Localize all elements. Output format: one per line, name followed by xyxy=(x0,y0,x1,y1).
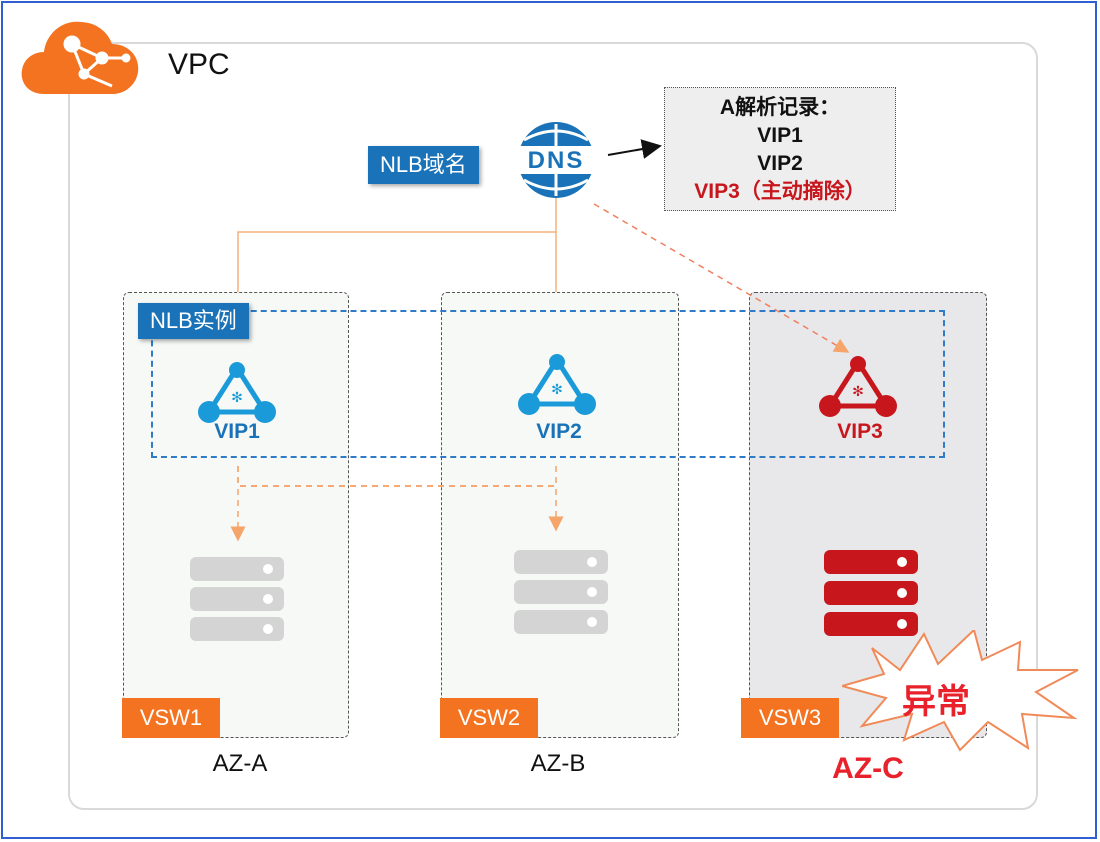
vsw1-tag: VSW1 xyxy=(122,698,220,738)
vip1-label: VIP1 xyxy=(214,420,260,443)
vip1-icon: ✻ xyxy=(198,362,276,423)
a-record-title: A解析记录： xyxy=(719,96,841,119)
server2-icon xyxy=(514,550,608,634)
nlb-instance-tag: NLB实例 xyxy=(138,303,249,339)
dns-to-records-arrow xyxy=(607,139,662,159)
server3-icon xyxy=(824,550,918,636)
cross-line xyxy=(237,466,556,487)
vsw3-tag: VSW3 xyxy=(741,698,839,738)
dns-to-az-a-line xyxy=(237,194,557,292)
a-record-item: VIP1 xyxy=(757,124,803,147)
nlb-instance-boundary xyxy=(151,310,945,458)
cloud-icon xyxy=(21,21,139,94)
svg-text:✻: ✻ xyxy=(231,390,243,406)
a-record-removed: VIP3（主动摘除） xyxy=(694,180,866,203)
dns-to-vip3-dashed-line xyxy=(593,203,850,353)
vip2-to-server1-line xyxy=(230,466,557,542)
dns-icon-text: DNS xyxy=(528,147,585,174)
vip2-icon: ✻ xyxy=(518,354,596,415)
dns-icon: DNS xyxy=(514,122,598,198)
svg-text:✻: ✻ xyxy=(852,384,864,400)
az-c-label: AZ-C xyxy=(832,752,904,785)
svg-text:✻: ✻ xyxy=(551,382,563,398)
az-a-label: AZ-A xyxy=(212,750,268,777)
vip2-label: VIP2 xyxy=(536,420,582,443)
vip3-icon: ✻ xyxy=(819,356,897,417)
az-b-label: AZ-B xyxy=(530,750,586,777)
server1-icon xyxy=(190,557,284,641)
a-record-box: A解析记录： VIP1 VIP2 VIP3（主动摘除） xyxy=(664,87,896,211)
vip1-to-server2-line xyxy=(237,466,564,532)
fault-burst-icon xyxy=(842,630,1079,752)
vpc-label: VPC xyxy=(168,48,230,81)
zone-az-b xyxy=(441,292,679,738)
fault-label: 异常 xyxy=(902,683,970,721)
vsw2-tag: VSW2 xyxy=(440,698,538,738)
a-record-item: VIP2 xyxy=(757,152,803,175)
nlb-domain-tag: NLB域名 xyxy=(368,146,479,184)
vip3-label: VIP3 xyxy=(837,420,883,443)
